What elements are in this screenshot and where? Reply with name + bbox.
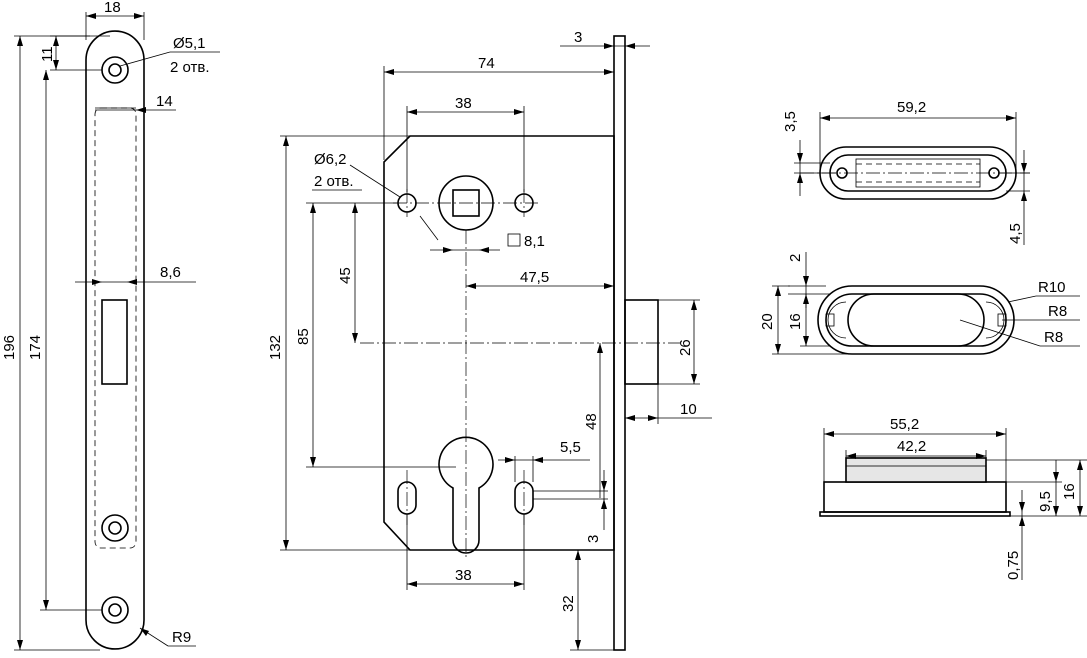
cylinder-cutout <box>438 436 494 554</box>
faceplate-width-label: 18 <box>104 0 121 16</box>
faceplate-view: 18 11 Ø5,1 2 отв. 14 8,6 196 17 <box>1 0 220 651</box>
box-outer-length-label: 55,2 <box>890 416 919 433</box>
strike-hole-offset-label: 4,5 <box>1007 223 1024 244</box>
mid-screw-hole-inner <box>108 521 122 535</box>
bottom-offset-label: 32 <box>560 595 577 612</box>
body-height-label: 132 <box>267 335 284 360</box>
mid-screw-hole-outer <box>101 514 129 542</box>
slot-width-label: 5,5 <box>560 439 581 456</box>
mount-spacing-bottom-label: 38 <box>455 567 472 584</box>
latch-slot <box>101 299 128 385</box>
latch-offset-label: 47,5 <box>520 269 549 286</box>
box-flange-label: 0,75 <box>1005 551 1022 580</box>
hole-spacing-label: 174 <box>27 335 44 360</box>
top-screw-hole-inner <box>108 63 122 77</box>
box-inner-length-label: 42,2 <box>897 438 926 455</box>
latch-cover-view: 2 20 16 R10 R8 R8 <box>759 252 1080 355</box>
mount-spacing-top-label: 38 <box>455 95 472 112</box>
strike-offset-label: 3,5 <box>782 111 799 132</box>
mount-hole-diameter-label: Ø6,2 <box>314 151 347 168</box>
radius-outer-label: R10 <box>1038 279 1066 296</box>
hole-diameter-label: Ø5,1 <box>173 35 206 52</box>
box-inner-height-label: 9,5 <box>1037 491 1054 512</box>
top-screw-hole-outer <box>101 56 129 84</box>
spindle-to-latch-label: 45 <box>337 267 354 284</box>
latch-box-view: 55,2 42,2 16 9,5 0,75 <box>819 416 1087 580</box>
lock-body-view: 3 74 38 Ø6,2 2 отв. 8,1 132 <box>267 29 712 651</box>
corner-radius-label: R9 <box>172 629 191 646</box>
latch-slot-width-label: 8,6 <box>160 264 181 281</box>
cover-wall-label: 2 <box>787 254 804 262</box>
strike-width-label: 14 <box>156 93 173 110</box>
cover-inner-height-label: 16 <box>787 313 804 330</box>
latch-bolt <box>624 299 659 385</box>
spindle-to-cylinder-label: 85 <box>295 328 312 345</box>
bottom-screw-hole-inner <box>108 603 122 617</box>
hole-offset-label: 11 <box>39 46 56 62</box>
radius-mid-label: R8 <box>1048 303 1067 320</box>
latch-box-top <box>845 457 987 483</box>
mount-hole-count-label: 2 отв. <box>314 173 354 190</box>
spindle-square <box>452 189 480 217</box>
latch-height-label: 26 <box>677 339 694 356</box>
strike-length-label: 59,2 <box>897 99 926 116</box>
faceplate-recess <box>94 107 137 549</box>
cover-outer-height-label: 20 <box>759 313 776 330</box>
latch-box-base <box>823 481 1007 513</box>
latch-projection-label: 10 <box>680 401 697 418</box>
cylinder-to-latch-label: 48 <box>583 413 600 430</box>
hole-count-label: 2 отв. <box>170 59 210 76</box>
backset-label: 74 <box>478 55 495 72</box>
latch-cover-opening <box>847 293 985 347</box>
slot-offset-label: 3 <box>585 535 602 543</box>
bottom-screw-hole-outer <box>101 596 129 624</box>
faceplate-outline <box>85 30 145 650</box>
radius-inner-label: R8 <box>1044 329 1063 346</box>
plate-thickness-label: 3 <box>574 29 582 46</box>
total-length-label: 196 <box>1 335 18 360</box>
latch-cover-inner <box>825 293 1007 347</box>
strike-plate-view: 59,2 3,5 4,5 <box>782 99 1030 245</box>
box-total-height-label: 16 <box>1061 483 1078 500</box>
spindle-square-label: 8,1 <box>524 233 545 250</box>
latch-box-flange <box>819 511 1011 517</box>
